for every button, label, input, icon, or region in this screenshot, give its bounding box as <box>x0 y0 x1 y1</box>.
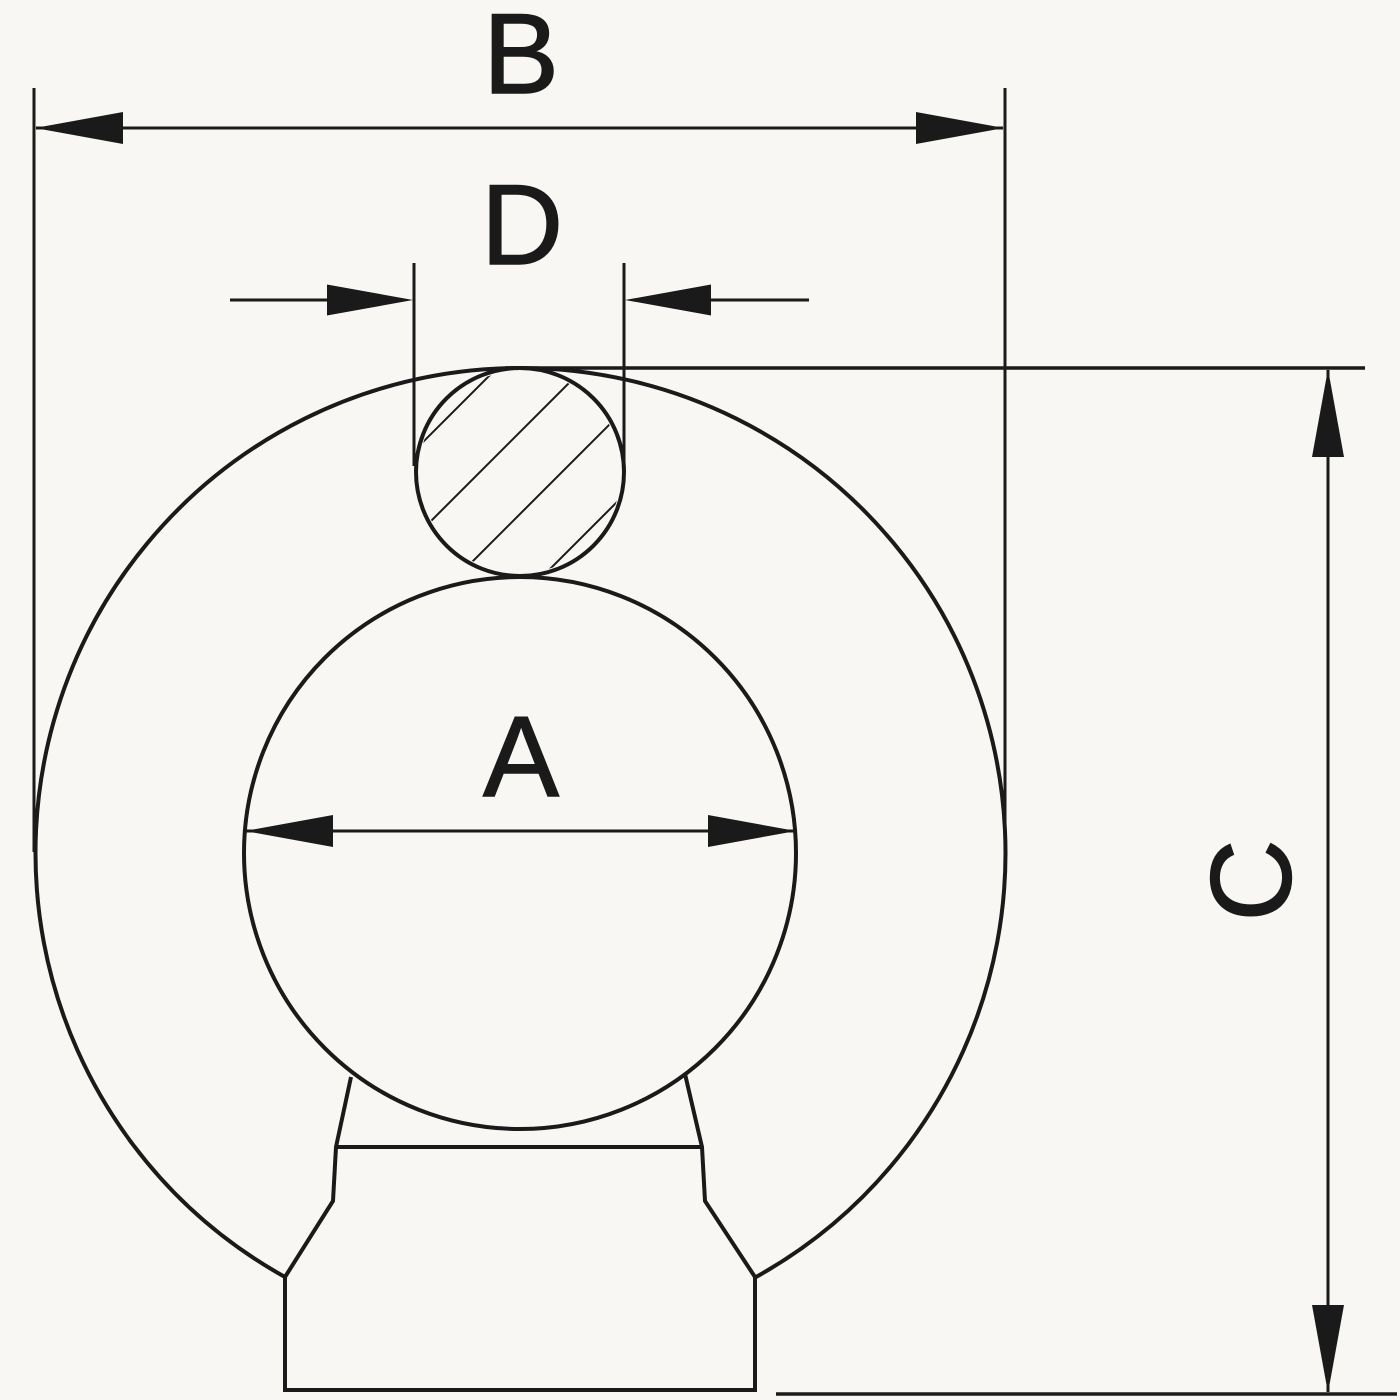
svg-text:C: C <box>1189 839 1316 921</box>
svg-text:B: B <box>483 0 559 118</box>
svg-text:A: A <box>483 694 559 821</box>
svg-text:D: D <box>481 162 563 289</box>
